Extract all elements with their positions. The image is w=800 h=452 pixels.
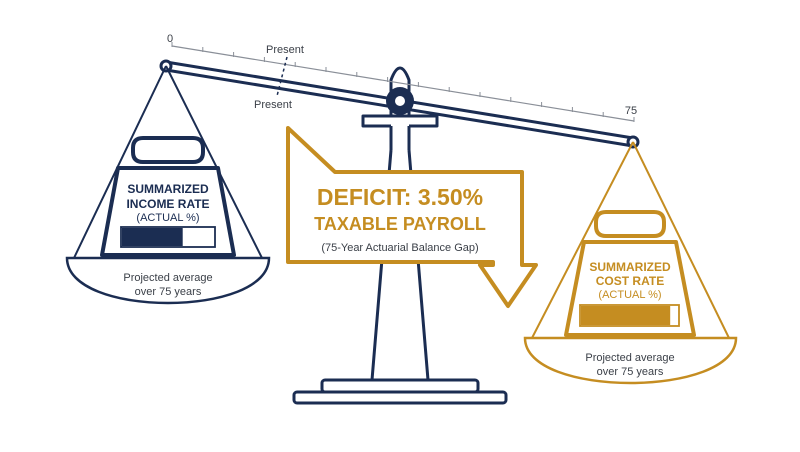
left-pan: SUMMARIZED INCOME RATE (ACTUAL %) Projec… xyxy=(65,65,271,305)
present-label-top: Present xyxy=(266,44,304,56)
left-caption-line2: over 75 years xyxy=(135,286,202,298)
right-caption-line2: over 75 years xyxy=(597,366,664,378)
pivot-icon xyxy=(386,87,414,115)
income-rate-title-line2: INCOME RATE xyxy=(126,197,209,211)
timeline-end-label: 75 xyxy=(625,105,637,117)
left-caption-line1: Projected average xyxy=(123,272,212,284)
present-label-bottom: Present xyxy=(254,99,292,111)
cost-rate-subtitle: (ACTUAL %) xyxy=(598,289,661,301)
timeline-ruler: 0 75 Present Present xyxy=(167,33,637,122)
cost-rate-title-line1: SUMMARIZED xyxy=(589,260,671,274)
income-rate-subtitle: (ACTUAL %) xyxy=(136,212,199,224)
income-rate-bar-fill xyxy=(122,228,183,246)
cost-rate-title-line2: COST RATE xyxy=(596,274,664,288)
present-marker xyxy=(276,56,288,97)
cost-rate-bar-fill xyxy=(581,306,671,325)
right-pan: SUMMARIZED COST RATE (ACTUAL %) Projecte… xyxy=(523,141,738,385)
timeline-ticks xyxy=(171,42,635,122)
deficit-headline: DEFICIT: 3.50% xyxy=(317,184,483,210)
scale-stand xyxy=(292,66,508,405)
right-caption-line1: Projected average xyxy=(585,352,674,364)
arrow-icon xyxy=(286,126,538,308)
timeline-start-label: 0 xyxy=(167,33,173,45)
deficit-note: (75-Year Actuarial Balance Gap) xyxy=(321,242,478,254)
deficit-subheadline: TAXABLE PAYROLL xyxy=(314,214,486,234)
income-rate-title-line1: SUMMARIZED xyxy=(127,182,209,196)
